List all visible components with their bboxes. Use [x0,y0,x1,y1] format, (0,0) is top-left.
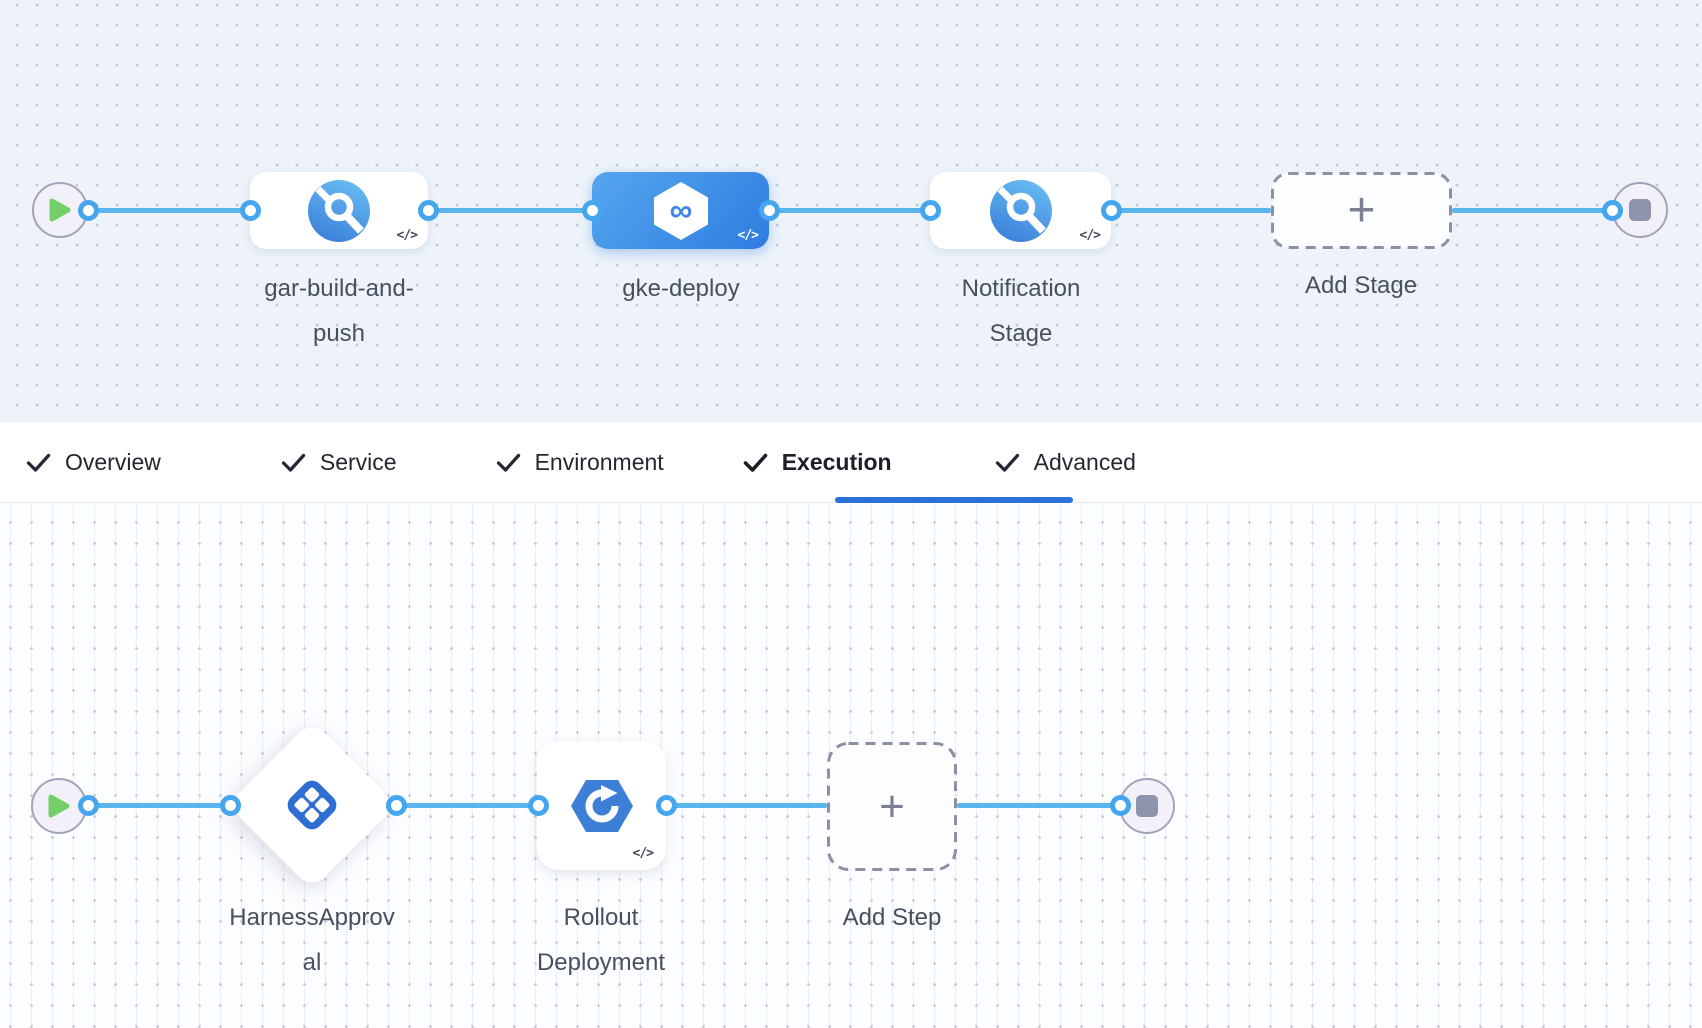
rollout-refresh-hexagon-icon [570,779,633,832]
stage-canvas[interactable]: </> ∞ </> </> [0,0,1702,422]
play-icon [48,794,70,818]
connector-line [88,803,230,808]
tab-label: Environment [534,448,664,475]
stage-config-tabbar: Overview Service Environment Execution A… [0,422,1702,503]
add-step-button[interactable]: + [827,742,957,871]
connector-line [1111,208,1271,213]
connection-point[interactable] [1101,200,1122,221]
connection-point[interactable] [386,795,407,816]
connector-line [666,803,827,808]
tab-execution[interactable]: Execution [743,449,892,476]
yaml-code-badge: </> [396,228,419,243]
stage-label: Notification Stage [961,275,1081,347]
tab-label: Execution [781,448,892,475]
yaml-code-badge: </> [632,846,655,861]
connection-point[interactable] [1602,200,1623,221]
tab-label: Overview [65,448,161,475]
connection-point[interactable] [759,200,780,221]
add-stage-label: Add Stage [1304,272,1418,299]
check-icon [743,453,767,472]
tab-advanced[interactable]: Advanced [995,449,1136,476]
connection-point[interactable] [656,795,677,816]
check-icon [281,453,306,472]
connection-point[interactable] [78,200,99,221]
connection-point[interactable] [1110,795,1131,816]
connector-line [769,208,930,213]
gcr-build-icon [308,179,370,242]
connection-point[interactable] [240,200,261,221]
connection-point[interactable] [582,200,603,221]
connection-point[interactable] [920,200,941,221]
play-icon [49,198,71,222]
stop-icon [1136,795,1158,817]
plus-icon: + [879,781,905,831]
yaml-code-badge: </> [1079,228,1102,243]
stage-label: gke-deploy [622,275,740,302]
cd-hexagon-infinity-icon: ∞ [653,181,708,240]
step-label: HarnessApprov al [229,904,395,976]
tab-overview[interactable]: Overview [26,449,161,476]
stage-label: gar-build-and- push [264,275,414,347]
dashed-border [827,742,957,871]
gcr-build-icon [989,179,1052,242]
execution-canvas[interactable]: </> + HarnessApprov al Rollout Deploymen… [0,503,1702,1028]
yaml-code-badge: </> [737,228,760,243]
stage-card-notification-stage[interactable]: </> [930,172,1111,249]
stop-icon [1629,199,1651,221]
connector-line [957,803,1120,808]
connection-point[interactable] [418,200,439,221]
tab-label: Service [319,448,397,475]
plus-icon: + [1347,183,1376,237]
stage-card-gke-deploy[interactable]: ∞ </> [592,172,769,249]
check-icon [496,453,520,472]
tab-environment[interactable]: Environment [496,449,664,476]
step-rollout-deployment[interactable]: </> [537,741,666,870]
dashed-border [1271,172,1452,249]
add-step-label: Add Step [842,904,942,931]
connector-line [1452,208,1612,213]
add-stage-button[interactable]: + [1271,172,1452,249]
step-label: Rollout Deployment [536,904,666,976]
connector-line [396,803,538,808]
active-tab-underline [835,497,1073,503]
connection-point[interactable] [78,795,99,816]
stage-card-gar-build-and-push[interactable]: </> [250,172,428,249]
connector-line [428,208,592,213]
connection-point[interactable] [220,795,241,816]
tab-service[interactable]: Service [281,449,397,476]
tab-label: Advanced [1033,448,1136,475]
connection-point[interactable] [528,795,549,816]
connector-line [88,208,250,213]
approval-diamonds-icon [287,780,337,830]
execution-start-node [31,778,87,834]
infinity-glyph: ∞ [669,192,692,228]
check-icon [995,453,1019,472]
check-icon [26,453,51,472]
